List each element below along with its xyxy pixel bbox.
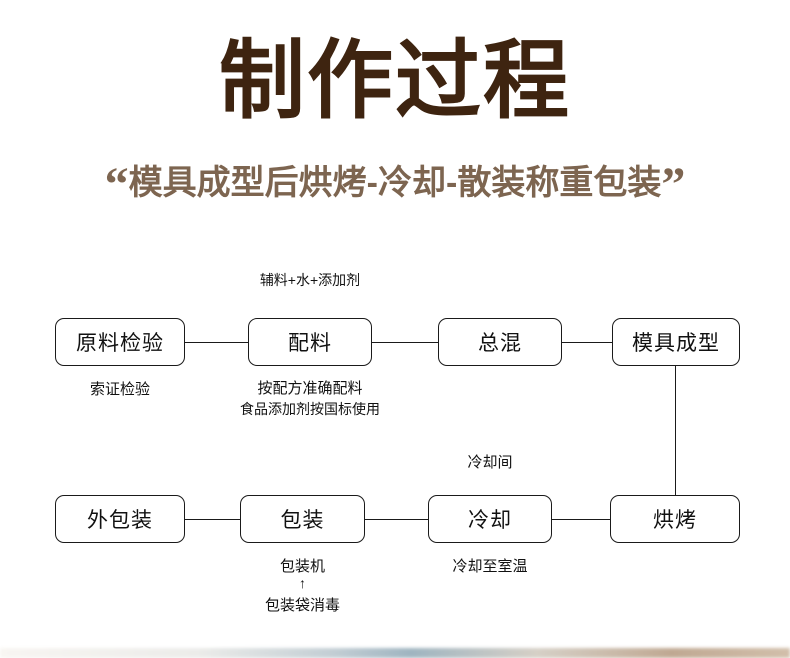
connector-line — [365, 519, 428, 520]
step-baking: 烘烤 — [610, 495, 740, 543]
close-quote-mark: ” — [661, 158, 686, 211]
connector-line — [552, 519, 610, 520]
open-quote-mark: “ — [104, 158, 129, 211]
step-cooling: 冷却 — [428, 495, 552, 543]
step-ingredients: 配料 — [248, 318, 372, 366]
note-above-ingredients: 辅料+水+添加剂 — [259, 272, 361, 288]
step-total-mix: 总混 — [438, 318, 562, 366]
connector-line — [562, 342, 612, 343]
step-outer-packaging: 外包装 — [55, 495, 185, 543]
note-above-cooling: 冷却间 — [467, 454, 513, 471]
connector-line — [372, 342, 438, 343]
arrow-up-icon: ↑ — [299, 575, 306, 591]
connector-line — [185, 342, 248, 343]
note-below-ingredients-1: 按配方准确配料 — [257, 380, 363, 397]
subtitle-text: 模具成型后烘烤-冷却-散装称重包装 — [128, 164, 662, 202]
step-raw-material-inspection: 原料检验 — [55, 318, 185, 366]
note-below-cooling: 冷却至室温 — [452, 558, 528, 575]
note-below-raw-inspection: 索证检验 — [89, 381, 150, 398]
subtitle: “模具成型后烘烤-冷却-散装称重包装” — [0, 158, 790, 211]
note-below-packaging-2: 包装袋消毒 — [264, 597, 340, 614]
step-packaging: 包装 — [240, 495, 365, 543]
note-below-ingredients-2: 食品添加剂按国标使用 — [240, 401, 380, 417]
connector-line — [185, 519, 240, 520]
next-section-preview — [0, 648, 790, 658]
note-below-packaging-1: 包装机 — [279, 558, 325, 575]
connector-line-vertical — [675, 366, 676, 495]
page-title: 制作过程 — [219, 33, 571, 129]
step-mold-forming: 模具成型 — [612, 318, 740, 366]
